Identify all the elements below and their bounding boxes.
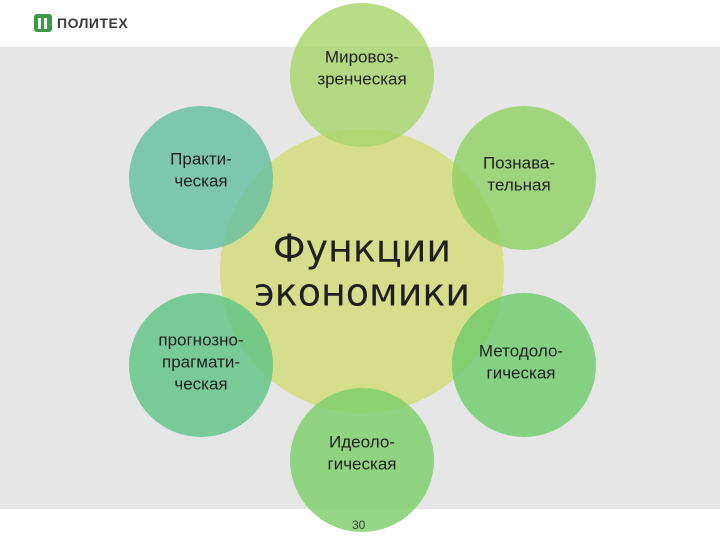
node-label-prognozno: прогнозно-прагмати-ческая xyxy=(158,330,243,393)
page-number: 30 xyxy=(352,518,366,532)
node-circle-ideologicheskaya xyxy=(290,388,434,532)
node-circle-prakticheskaya xyxy=(129,106,273,250)
node-label-poznavatelnaya: Познава-тельная xyxy=(483,153,555,194)
center-circle xyxy=(220,129,504,413)
node-circle-prognozno xyxy=(129,293,273,437)
node-circle-mirovozzrencheskaya xyxy=(290,3,434,147)
logo-text: ПОЛИТЕХ xyxy=(57,15,129,31)
logo-icon xyxy=(34,14,52,32)
node-label-ideologicheskaya: Идеоло-гическая xyxy=(328,432,397,473)
node-label-prakticheskaya: Практи-ческая xyxy=(170,149,232,190)
node-circle-poznavatelnaya xyxy=(452,106,596,250)
node-label-metodologicheskaya: Методоло-гическая xyxy=(479,341,563,382)
node-label-mirovozzrencheskaya: Мировоз-зренческая xyxy=(317,47,406,88)
politekh-logo: ПОЛИТЕХ xyxy=(34,12,128,34)
node-circle-metodologicheskaya xyxy=(452,293,596,437)
